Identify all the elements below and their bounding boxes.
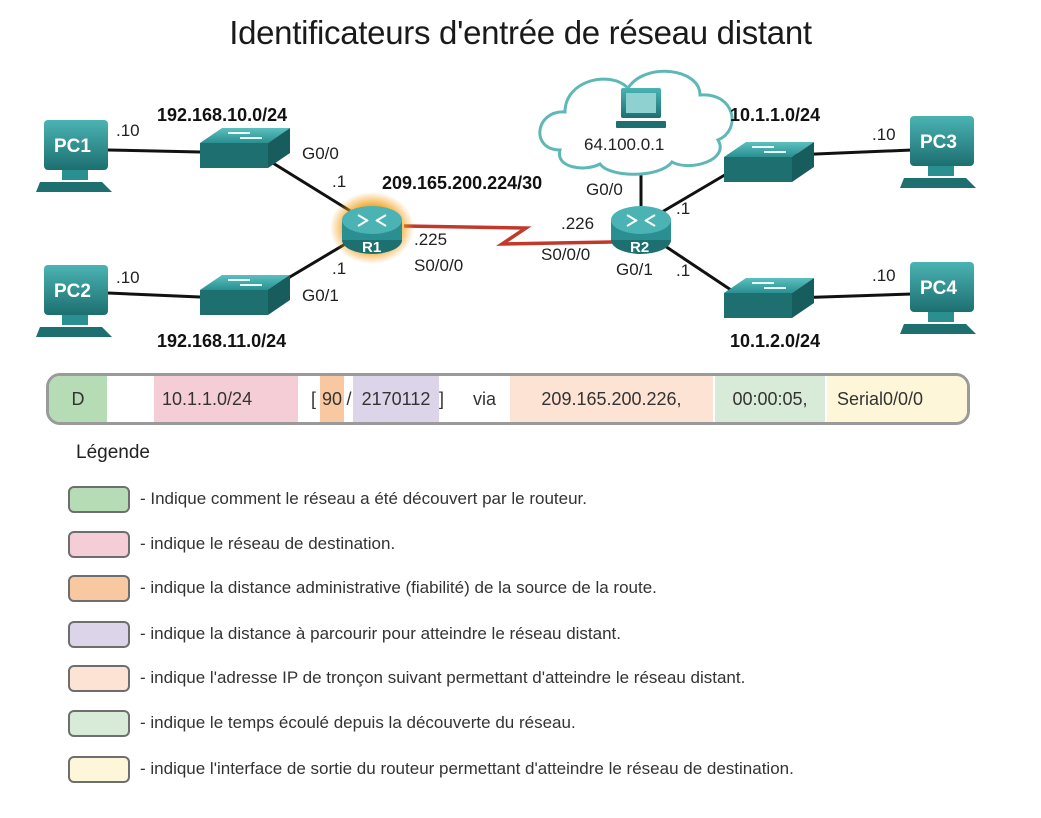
legend-text: - indique la distance à parcourir pour a… xyxy=(140,624,622,643)
pc4: PC4 xyxy=(900,262,976,334)
network-topology-diagram: 64.100.0.1 PC1 PC2 PC3 xyxy=(36,69,976,351)
legend-text: - indique l'adresse IP de tronçon suivan… xyxy=(140,668,746,687)
legend-swatch-lightgreen xyxy=(68,709,130,737)
link-r2-sw4 xyxy=(661,242,741,298)
router-arrows-icon xyxy=(357,214,387,227)
pc4-label: PC4 xyxy=(920,278,957,299)
route-exit-interface: Serial0/0/0 xyxy=(837,388,924,409)
pc4-monitor-icon xyxy=(910,262,974,312)
legend-text: - indique le temps écoulé depuis la déco… xyxy=(140,713,576,732)
internet-address-label: 64.100.0.1 xyxy=(584,135,664,154)
route-entry-bar: D 10.1.1.0/24 [ 90 / 2170112 ] via 209.1… xyxy=(46,373,970,425)
network-label-lan4: 10.1.2.0/24 xyxy=(730,331,820,351)
legend-swatch-pink xyxy=(68,530,130,558)
switch-4 xyxy=(724,278,814,318)
route-interface-segment: Serial0/0/0 xyxy=(827,376,967,422)
r2-g01-iface-label: G0/1 xyxy=(616,260,653,279)
bracket-open-text: [ xyxy=(311,388,317,409)
router-r2: R2 xyxy=(611,206,671,256)
pc1-host-label: .10 xyxy=(116,121,140,140)
pc1: PC1 xyxy=(36,120,112,192)
switch-2 xyxy=(200,275,290,315)
pc1-monitor-icon xyxy=(44,120,108,170)
page-title: Identificateurs d'entrée de réseau dista… xyxy=(229,14,812,51)
r2-g00-host-label: .1 xyxy=(676,199,690,218)
legend-text: - indique le réseau de destination. xyxy=(140,534,396,553)
route-destination-network: 10.1.1.0/24 xyxy=(162,388,253,409)
route-metric: 2170112 xyxy=(361,388,431,409)
r1-g00-iface-label: G0/0 xyxy=(302,144,339,163)
serial-link-r1-r2 xyxy=(403,224,613,246)
pc2-monitor-icon xyxy=(44,265,108,315)
route-slash: / xyxy=(344,376,354,422)
r1-s000-host-label: .225 xyxy=(414,230,447,249)
pc3: PC3 xyxy=(900,116,976,188)
pc3-host-label: .10 xyxy=(872,125,896,144)
route-source-code: D xyxy=(71,388,85,409)
route-bracket-open: [ xyxy=(311,376,323,422)
legend-item: - indique l'adresse IP de tronçon suivan… xyxy=(68,661,745,695)
link-pc1-sw1 xyxy=(107,148,201,154)
bracket-close-text: ] xyxy=(439,388,445,409)
legend-item: - indique la distance à parcourir pour a… xyxy=(68,617,621,651)
server-icon xyxy=(616,88,666,128)
switch-1 xyxy=(200,128,290,168)
route-slash-text: / xyxy=(346,388,352,409)
router-r1: R1 xyxy=(330,192,414,264)
route-via-segment: via xyxy=(473,376,509,422)
r2-g01-host-label: .1 xyxy=(676,261,690,280)
legend-swatch-peach xyxy=(68,664,130,692)
switch-3 xyxy=(724,142,814,182)
route-metric-segment: 2170112 xyxy=(353,376,439,422)
route-via-text: via xyxy=(473,388,497,409)
pc1-label: PC1 xyxy=(54,136,91,157)
legend-item: - indique l'interface de sortie du route… xyxy=(68,752,794,786)
r2-s000-iface-label: S0/0/0 xyxy=(541,245,590,264)
link-sw1-r1 xyxy=(267,158,353,214)
route-network-segment: 10.1.1.0/24 xyxy=(154,376,298,422)
r1-g00-host-label: .1 xyxy=(332,172,346,191)
r1-g01-iface-label: G0/1 xyxy=(302,286,339,305)
legend-item: - indique la distance administrative (fi… xyxy=(68,571,657,605)
route-next-hop-segment: 209.165.200.226, xyxy=(510,376,713,422)
network-label-lan2: 192.168.11.0/24 xyxy=(157,331,286,351)
legend-swatch-lavender xyxy=(68,620,130,648)
pc4-host-label: .10 xyxy=(872,266,896,285)
pc2-label: PC2 xyxy=(54,281,91,302)
legend-item: - Indique comment le réseau a été découv… xyxy=(68,482,587,516)
pc2: PC2 xyxy=(36,265,112,337)
r2-s000-host-label: .226 xyxy=(561,214,594,233)
r1-g01-host-label: .1 xyxy=(332,259,346,278)
legend-swatch-green xyxy=(68,485,130,513)
route-bracket-close: ] xyxy=(439,376,451,422)
legend-swatch-cream xyxy=(68,755,130,783)
legend-item: - indique le temps écoulé depuis la déco… xyxy=(68,706,576,740)
route-age: 00:00:05, xyxy=(732,388,808,409)
network-label-lan3: 10.1.1.0/24 xyxy=(730,105,820,125)
r2-label: R2 xyxy=(630,239,649,256)
route-source-segment: D xyxy=(49,376,107,422)
legend-text: - indique l'interface de sortie du route… xyxy=(140,759,794,778)
legend-item: - indique le réseau de destination. xyxy=(68,527,395,561)
r1-s000-iface-label: S0/0/0 xyxy=(414,256,463,275)
legend-swatch-orange xyxy=(68,574,130,602)
network-label-lan1: 192.168.10.0/24 xyxy=(157,105,287,125)
network-label-wan: 209.165.200.224/30 xyxy=(382,173,542,193)
router-arrows-icon xyxy=(626,214,656,227)
pc2-host-label: .10 xyxy=(116,268,140,287)
route-admin-distance: 90 xyxy=(321,388,343,409)
route-ad-segment: 90 xyxy=(320,376,344,422)
legend-title: Légende xyxy=(76,442,150,463)
legend-text: - Indique comment le réseau a été découv… xyxy=(140,489,587,508)
route-next-hop: 209.165.200.226, xyxy=(541,388,682,409)
r2-g00-iface-label: G0/0 xyxy=(586,180,623,199)
route-age-segment: 00:00:05, xyxy=(715,376,825,422)
legend-text: - indique la distance administrative (fi… xyxy=(140,578,657,597)
link-pc2-sw2 xyxy=(107,291,201,299)
r1-label: R1 xyxy=(362,239,381,256)
pc3-monitor-icon xyxy=(910,116,974,166)
pc3-label: PC3 xyxy=(920,132,957,153)
